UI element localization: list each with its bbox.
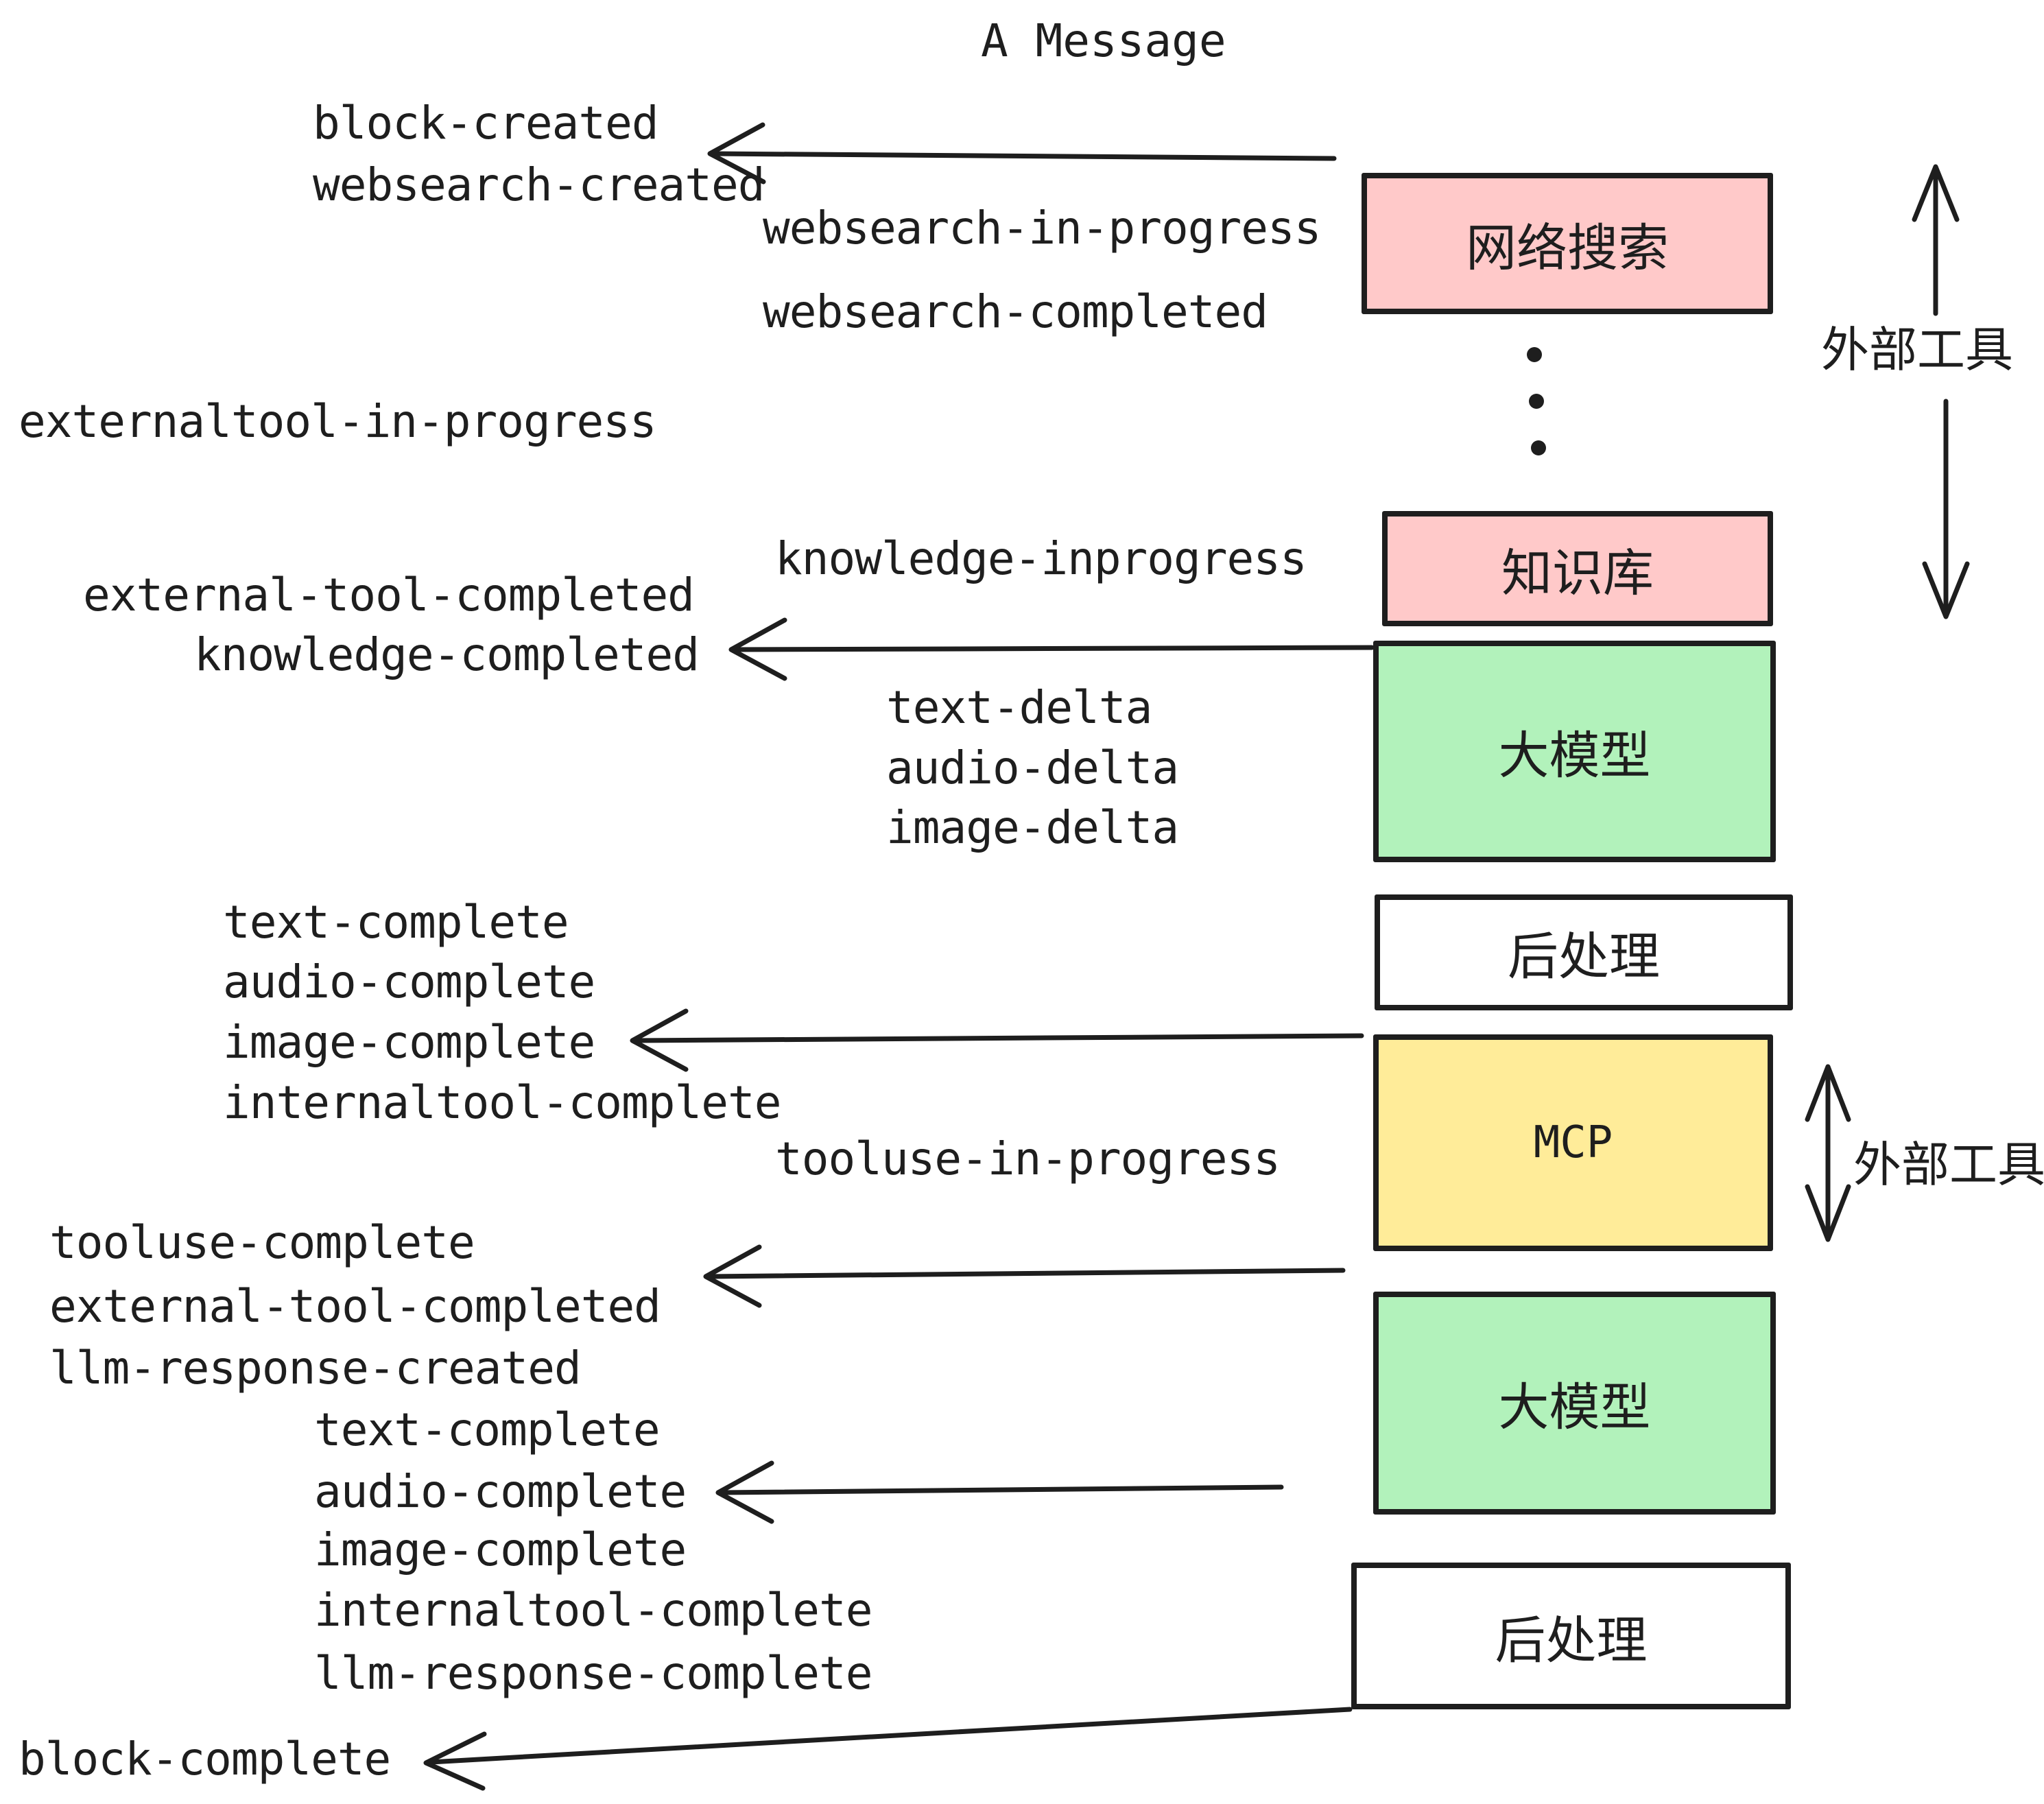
event-external-tool-completed-1: external-tool-completed [83,569,695,621]
event-image-delta-1: image-delta [886,801,1179,854]
event-audio-complete-1: audio-complete [223,956,595,1008]
box-knowledge: 知识库 [1382,511,1773,626]
diagram-title: A Message [981,14,1226,67]
arrow-to-knowledge-completed [728,617,1375,681]
event-llm-response-created: llm-response-created [49,1342,582,1394]
event-llm-response-complete: llm-response-complete [314,1647,872,1700]
event-image-complete-2: image-complete [314,1523,687,1576]
event-externaltool-in-progress: externaltool-in-progress [19,395,657,448]
event-tooluse-complete: tooluse-complete [49,1216,475,1269]
event-audio-complete-2: audio-complete [314,1465,687,1518]
event-tooluse-in-progress: tooluse-in-progress [775,1132,1281,1185]
box-websearch: 网络搜索 [1362,173,1773,314]
box-websearch-label: 网络搜索 [1466,218,1669,278]
external-tools-down-arrow [1922,399,1970,619]
event-websearch-in-progress: websearch-in-progress [763,202,1321,254]
external-tools-up-arrow [1912,164,1960,316]
arrow-to-audio-complete [715,1460,1284,1524]
event-audio-delta-1: audio-delta [886,741,1179,794]
box-mcp-label: MCP [1533,1117,1613,1168]
event-external-tool-completed-2: external-tool-completed [49,1280,661,1333]
arrow-to-tooluse-complete [703,1244,1346,1308]
box-llm-1: 大模型 [1373,641,1776,862]
event-websearch-completed: websearch-completed [763,285,1268,338]
event-text-delta-1: text-delta [886,681,1152,734]
ellipsis-dots-icon [1527,347,1546,455]
box-mcp: MCP [1373,1034,1773,1251]
box-llm-2: 大模型 [1373,1292,1776,1515]
event-knowledge-inprogress: knowledge-inprogress [775,532,1307,585]
event-internaltool-complete-2: internaltool-complete [314,1584,872,1637]
box-llm-1-label: 大模型 [1498,726,1651,785]
box-postprocess-2: 后处理 [1351,1563,1791,1709]
event-text-complete-2: text-complete [314,1403,661,1456]
box-postprocess-2-label: 后处理 [1495,1611,1648,1670]
arrow-to-image-complete [630,1008,1364,1072]
arrow-to-websearch-created [707,122,1337,185]
box-postprocess-1: 后处理 [1375,894,1793,1010]
arrow-to-block-complete [423,1707,1353,1791]
event-block-created: block-created [313,97,659,150]
external-tools-double-arrow [1805,1064,1851,1242]
box-postprocess-1-label: 后处理 [1508,927,1660,986]
event-block-complete: block-complete [19,1733,391,1785]
box-llm-2-label: 大模型 [1498,1378,1651,1437]
event-text-complete-1: text-complete [223,896,569,949]
box-knowledge-label: 知识库 [1501,543,1654,603]
side-label-external-tools-1: 外部工具 [1821,322,2013,378]
event-websearch-created: websearch-created [313,158,765,211]
event-internaltool-complete-1: internaltool-complete [223,1076,781,1129]
event-image-complete-1: image-complete [223,1016,595,1069]
side-label-external-tools-2: 外部工具 [1853,1137,2044,1193]
event-knowledge-completed: knowledge-completed [194,628,700,681]
